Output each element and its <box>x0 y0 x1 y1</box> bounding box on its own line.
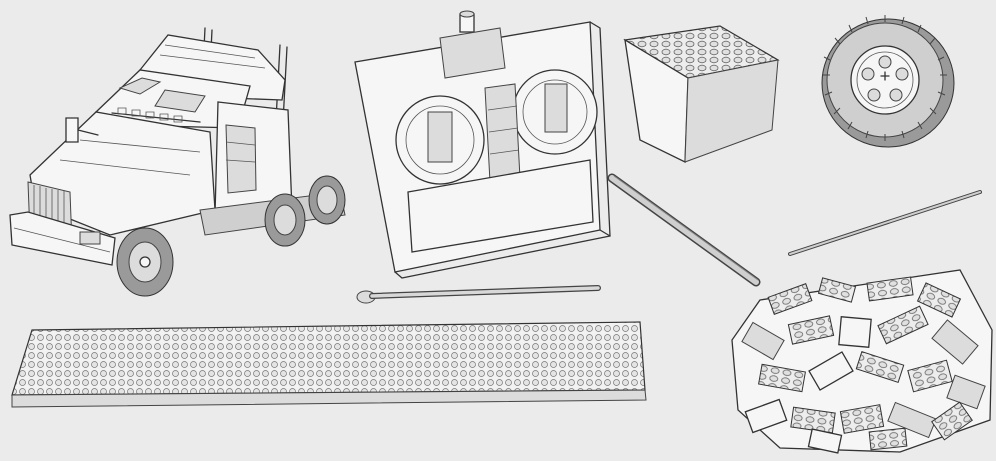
wheel <box>821 15 955 148</box>
brick-block <box>623 25 780 164</box>
brick-pile <box>731 269 993 454</box>
toy-truck-cab <box>9 27 346 297</box>
remote-control <box>354 10 611 279</box>
antenna-rod <box>356 285 601 304</box>
baseplate-strip <box>11 321 647 408</box>
rod-long <box>607 173 761 287</box>
rod-thin <box>788 190 982 256</box>
